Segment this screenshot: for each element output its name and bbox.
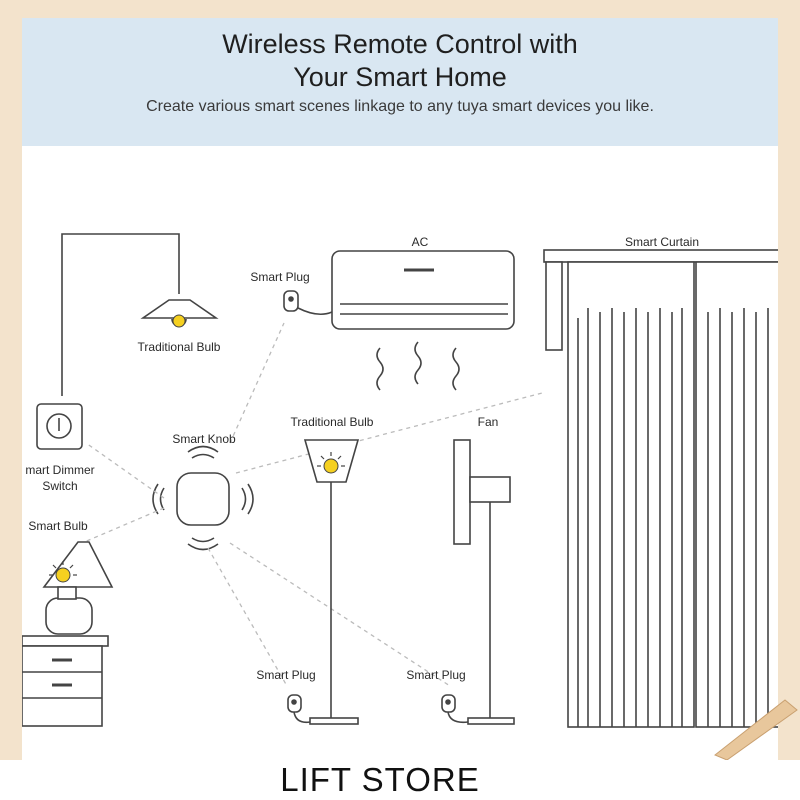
smart-curtain-icon	[543, 249, 778, 728]
wood-stick-decoration	[714, 699, 798, 760]
label-smart-curtain: Smart Curtain	[625, 235, 699, 249]
store-name: LIFT STORE	[280, 761, 480, 798]
header-banner: Wireless Remote Control with Your Smart …	[22, 18, 778, 146]
table-lamp-bulb-icon	[49, 561, 77, 583]
label-smart-knob: Smart Knob	[172, 432, 236, 446]
ceiling-bulb-icon	[172, 314, 186, 328]
fan-icon	[453, 439, 515, 725]
label-smart-dimmer-switch-line1: mart Dimmer	[25, 463, 94, 477]
label-ac: AC	[412, 235, 429, 249]
label-smart-plug-ac: Smart Plug	[250, 270, 309, 284]
banner-title-line2: Your Smart Home	[293, 62, 507, 92]
nightstand-icon	[22, 635, 109, 727]
infographic-card: Wireless Remote Control with Your Smart …	[22, 18, 778, 760]
banner-title: Wireless Remote Control with Your Smart …	[22, 28, 778, 94]
smart-knob-icon	[152, 445, 254, 551]
label-fan: Fan	[478, 415, 499, 429]
fan-plug-icon	[441, 694, 469, 724]
floor-lamp-bulb-icon	[317, 452, 345, 474]
smart-home-illustration: Traditional Bulb Smart Plug AC Smart Cur…	[22, 233, 778, 728]
ceiling-wire	[61, 233, 180, 396]
banner-title-line1: Wireless Remote Control with	[222, 29, 578, 59]
floor-lamp-plug-icon	[287, 694, 311, 724]
dimmer-switch-icon	[36, 403, 83, 450]
label-smart-plug-lamp: Smart Plug	[256, 668, 315, 682]
ac-plug-icon	[283, 290, 333, 316]
label-smart-bulb: Smart Bulb	[28, 519, 88, 533]
label-traditional-bulb-ceiling: Traditional Bulb	[138, 340, 221, 354]
banner-subtitle: Create various smart scenes linkage to a…	[146, 98, 654, 115]
label-smart-dimmer-switch-line2: Switch	[42, 479, 77, 493]
label-smart-plug-fan: Smart Plug	[406, 668, 465, 682]
connection-lines	[81, 322, 543, 687]
footer-bar	[0, 760, 800, 800]
ac-unit-icon	[331, 250, 515, 391]
table-lamp-icon	[42, 541, 114, 635]
label-traditional-bulb-floor: Traditional Bulb	[291, 415, 374, 429]
